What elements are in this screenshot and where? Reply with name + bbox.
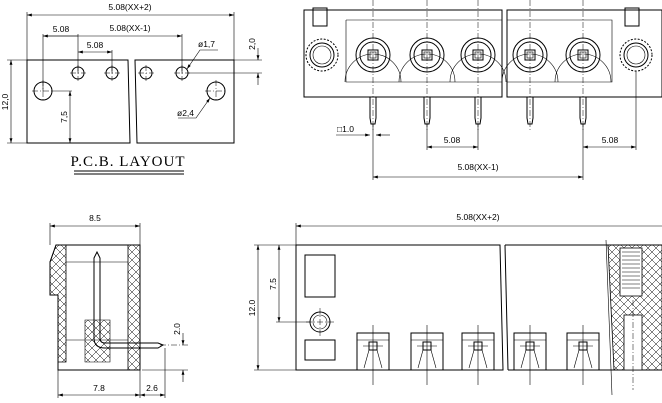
pcb-dim-pitch-a: 5.08: [53, 24, 70, 34]
pcb-layout-title: P.C.B. LAYOUT: [71, 154, 186, 170]
pcb-layout-view: 5.08(XX+2) 5.08(XX-1) 5.08 5.08 ø1,7 ø2,…: [0, 2, 262, 175]
front-body-right: [506, 9, 662, 98]
bottom-body-left: [295, 244, 504, 371]
bottom-view: 5.08(XX+2) 12.0 7.5: [247, 212, 662, 396]
pcb-dim-span: 5.08(XX-1): [109, 23, 150, 33]
pcb-dim-pitch-b: 5.08: [87, 40, 104, 50]
side-dim-width: 8.5: [89, 213, 101, 223]
bottom-dim-height: 12.0: [247, 299, 257, 316]
flange-screw-right: [619, 38, 653, 72]
front-view: □1.0 5.08 5.08 5.08(XX-1): [303, 0, 662, 180]
front-dim-span: 5.08(XX-1): [457, 162, 498, 172]
pcb-dim-overall: 5.08(XX+2): [108, 2, 151, 12]
side-pin: [93, 250, 165, 349]
side-dim-depth: 7.8: [93, 383, 105, 393]
terminal-boxes: [356, 325, 600, 385]
bottom-dim-overall: 5.08(XX+2): [456, 212, 499, 222]
pcb-dim-hole-large: ø2,4: [177, 108, 194, 118]
pcb-outline-right: [134, 59, 235, 144]
flange-screw-left: [305, 38, 339, 72]
pcb-dim-height: 12,0: [0, 93, 10, 110]
terminal-screws: [344, 0, 612, 130]
bottom-dim-offset: 7.5: [268, 278, 278, 290]
side-view: 8.5 2.0 7.8 2.6: [49, 213, 190, 398]
flange-section: [605, 239, 662, 396]
pcb-holes: [32, 65, 227, 102]
pcb-outline-left: [26, 59, 131, 144]
front-body-left: [303, 9, 503, 98]
pcb-dim-offset: 7,5: [59, 111, 69, 123]
front-dim-pin: □1.0: [337, 124, 354, 134]
label-window: [304, 254, 336, 298]
side-dim-pin-height: 2.0: [172, 323, 182, 335]
pcb-dim-top: 2,0: [247, 38, 257, 50]
side-dim-pin-out: 2.6: [146, 383, 158, 393]
front-dim-flange: 5.08: [602, 135, 619, 145]
front-dim-pitch: 5.08: [444, 135, 461, 145]
pcb-dim-hole-small: ø1,7: [198, 39, 215, 49]
